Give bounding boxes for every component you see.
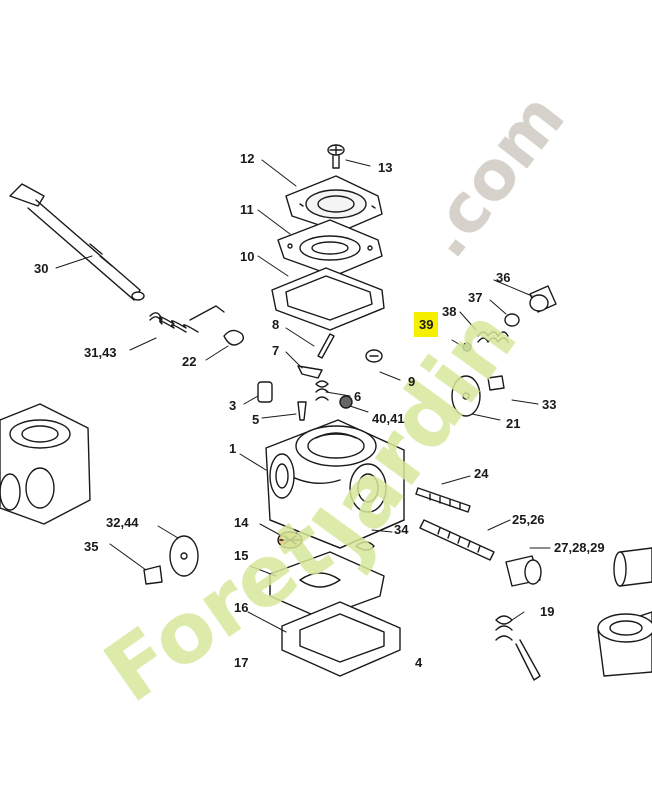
callout-8: 8 [272,317,280,332]
part-27-28-29 [505,555,542,587]
callout-10: 10 [240,249,255,264]
leader-lines [55,159,551,633]
part-35-screw [143,565,163,585]
part-38-spring [477,331,509,343]
part-10-gasket [271,267,385,331]
callout-34: 34 [394,522,409,537]
callout-27-28-29: 27,28,29 [554,540,605,555]
callout-38: 38 [442,304,457,319]
part-40-41 [339,395,353,409]
part-3-pin [257,381,273,403]
part-8-needle [317,333,335,359]
part-14-filter [277,531,303,549]
right-partial-parts [597,547,652,677]
watermark-com: .com [405,79,580,272]
callout-6: 6 [354,389,362,404]
part-39-ball [462,342,472,352]
callout-1: 1 [229,441,237,456]
callout-33: 33 [542,397,557,412]
part-37-o-ring [504,313,520,327]
part-24-screw [415,487,471,513]
part-9-screw [365,349,383,363]
part-31-43-spring [149,305,225,333]
part-19-spring [495,615,541,681]
part-21-plate [451,375,481,417]
callout-16: 16 [234,600,249,615]
callout-32-44: 32,44 [106,515,139,530]
callout-19: 19 [540,604,555,619]
part-1-carburetor-body [265,419,405,549]
part-16-plate [281,601,401,677]
callout-35: 35 [84,539,99,554]
part-25-26-screw [419,519,495,561]
callout-4: 4 [415,655,423,670]
callout-15: 15 [234,548,249,563]
part-5-needle [297,401,307,421]
callout-5: 5 [252,412,260,427]
callout-22: 22 [182,354,197,369]
callout-13: 13 [378,160,393,175]
part-15-gasket [269,551,385,619]
part-11-diaphragm [277,219,383,277]
callout-39: 39 [414,312,439,337]
callout-9: 9 [408,374,416,389]
part-36-cap [529,285,557,313]
callout-14: 14 [234,515,249,530]
callout-17: 17 [234,655,249,670]
part-30-shaft [9,183,145,301]
part-34-clip [355,541,375,551]
callout-12: 12 [240,151,255,166]
callout-31-43: 31,43 [84,345,117,360]
part-6-spring [315,380,329,401]
callout-36: 36 [496,270,511,285]
callout-25-26: 25,26 [512,512,545,527]
callout-24: 24 [474,466,489,481]
callout-11: 11 [240,202,254,217]
callout-7: 7 [272,343,280,358]
part-22-clip [223,329,245,346]
callout-37: 37 [468,290,483,305]
part-32-44-plate [169,535,199,577]
callout-3: 3 [229,398,237,413]
callout-40-41: 40,41 [372,411,405,426]
part-7-lever [297,365,323,379]
callout-30: 30 [34,261,49,276]
left-partial-carburetor [0,403,91,525]
blank-bottom-area [0,718,652,800]
part-13-screw [327,144,345,169]
part-33-screw [487,375,505,391]
callout-21: 21 [506,416,521,431]
part-12-cover [285,175,383,233]
